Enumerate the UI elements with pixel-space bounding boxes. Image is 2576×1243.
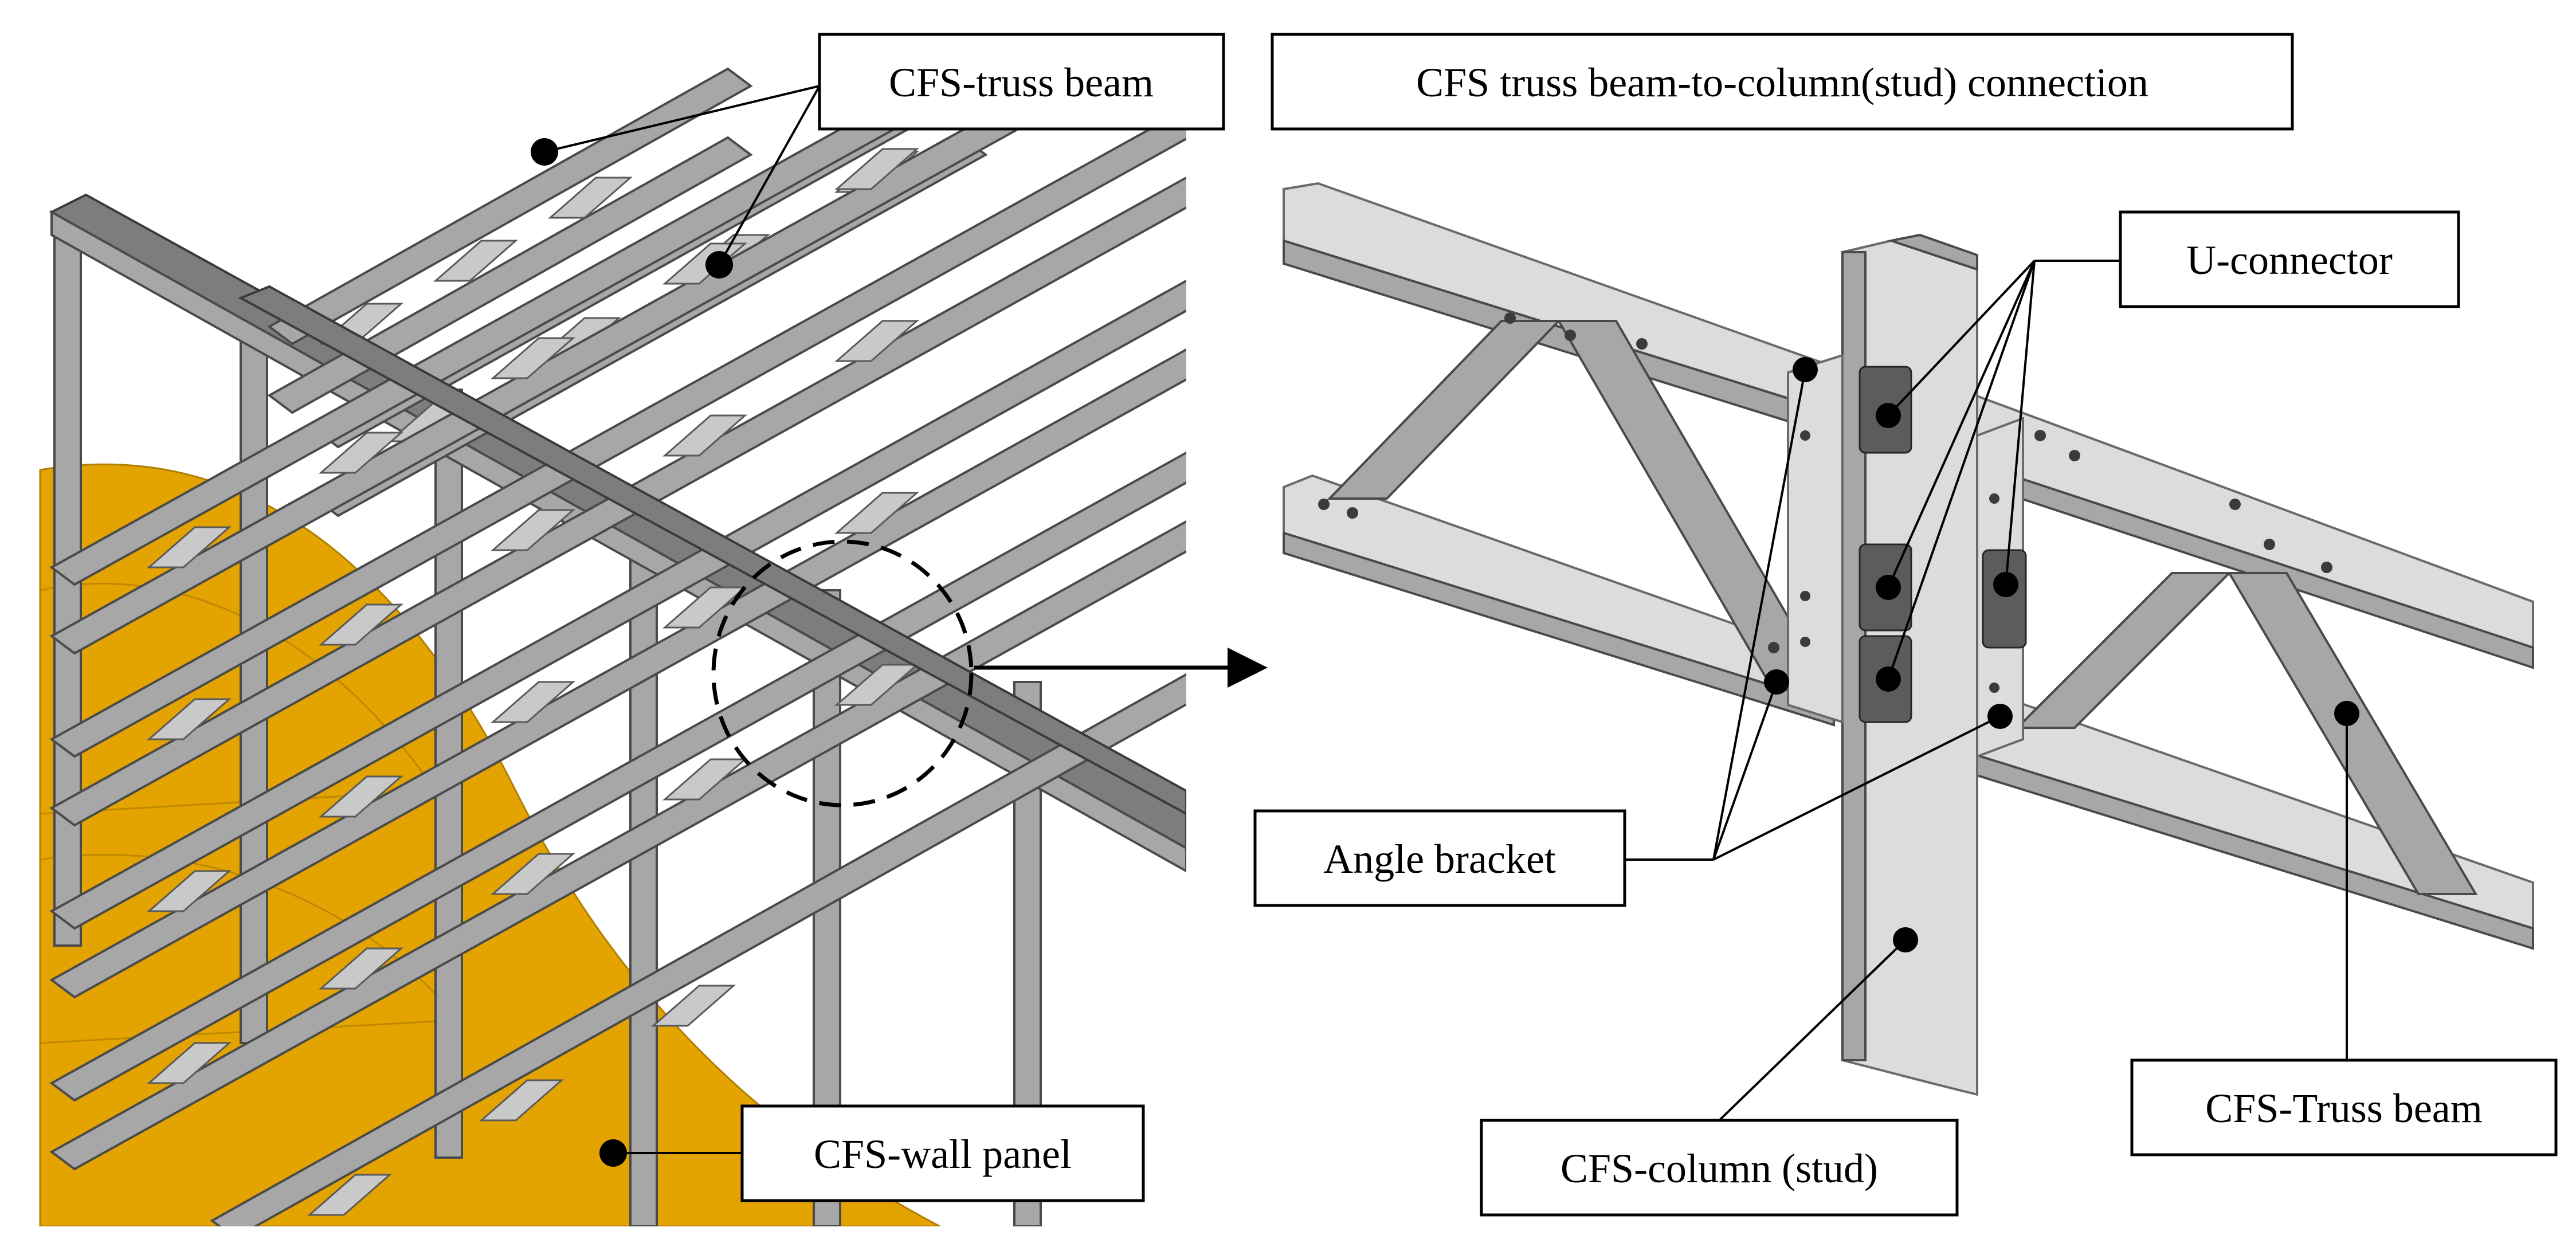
detail-circle-indicator bbox=[711, 539, 974, 807]
label-u-connector: U-connector bbox=[2119, 210, 2460, 308]
callout-marker-angle-2 bbox=[1764, 669, 1789, 695]
callout-leaders bbox=[531, 85, 2359, 1167]
label-cfs-column: CFS-column (stud) bbox=[1480, 1119, 1959, 1217]
callout-marker-u-1 bbox=[1876, 403, 1901, 428]
detail-left-truss-beam bbox=[1283, 182, 1835, 727]
label-text: CFS truss beam-to-column(stud) connectio… bbox=[1416, 60, 2148, 105]
callout-marker-column bbox=[1893, 927, 1918, 952]
callout-marker-truss-1 bbox=[531, 138, 558, 166]
label-text: CFS-truss beam bbox=[889, 60, 1154, 105]
label-text: U-connector bbox=[2186, 237, 2393, 283]
label-text: CFS-Truss beam bbox=[2205, 1085, 2482, 1131]
callout-marker-angle-3 bbox=[1987, 704, 2013, 729]
callout-marker-u-3 bbox=[1876, 666, 1901, 692]
cross-beam-2 bbox=[238, 285, 1186, 815]
left-framing-view bbox=[39, 46, 1186, 1226]
label-cfs-truss-beam-left: CFS-truss beam bbox=[818, 33, 1225, 131]
callout-marker-angle-1 bbox=[1793, 357, 1818, 382]
callout-marker-u-2 bbox=[1876, 575, 1901, 600]
connection-detail-view bbox=[1283, 182, 2534, 1096]
callout-marker-truss-right bbox=[2334, 701, 2359, 726]
label-text: Angle bracket bbox=[1323, 836, 1556, 882]
label-cfs-truss-beam-right: CFS-Truss beam bbox=[2130, 1058, 2558, 1156]
callout-marker-wall bbox=[599, 1139, 627, 1167]
label-text: CFS-wall panel bbox=[814, 1131, 1072, 1177]
label-text: CFS-column (stud) bbox=[1561, 1146, 1878, 1191]
callout-marker-truss-2 bbox=[705, 251, 733, 279]
label-cfs-wall-panel: CFS-wall panel bbox=[740, 1104, 1145, 1202]
label-angle-bracket: Angle bracket bbox=[1253, 809, 1626, 907]
label-connection-title: CFS truss beam-to-column(stud) connectio… bbox=[1271, 33, 2294, 131]
callout-marker-u-4 bbox=[1993, 572, 2018, 597]
